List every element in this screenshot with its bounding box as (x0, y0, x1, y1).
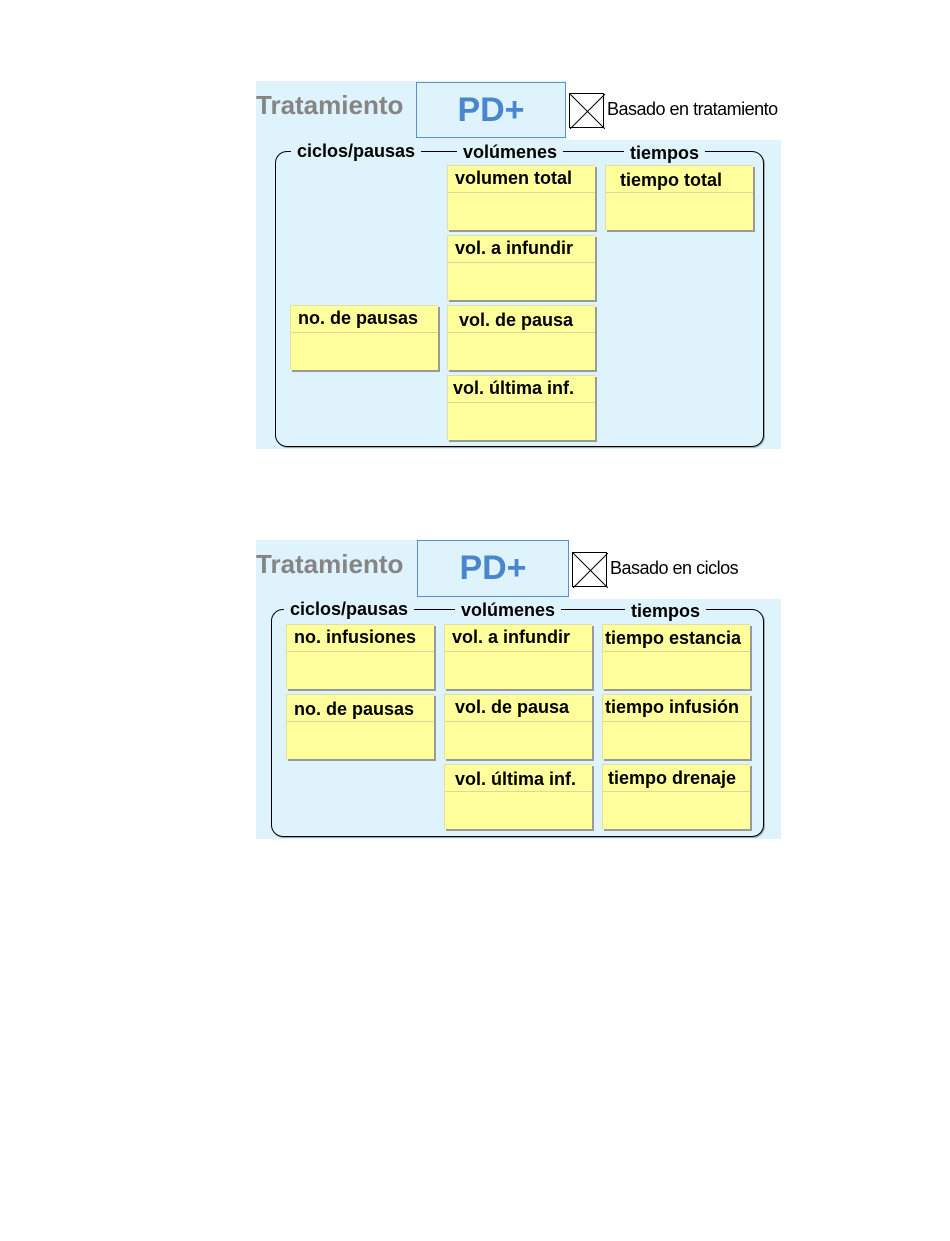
based-on-cycles-checkbox[interactable] (572, 552, 608, 588)
group-legend-ciclos: ciclos/pausas (291, 141, 422, 162)
field-vol-ultima-inf[interactable]: vol. última inf. (444, 764, 592, 829)
field-no-infusiones[interactable]: no. infusiones (286, 624, 434, 689)
checkbox-cross-icon (573, 553, 608, 588)
field-label: tiempo estancia (603, 625, 750, 652)
tiempo-infusion-input[interactable] (603, 723, 750, 759)
group-legend-tiempos: tiempos (625, 601, 707, 622)
checkbox-label: Basado en tratamiento (607, 99, 778, 119)
field-vol-de-pausa[interactable]: vol. de pausa (447, 305, 595, 370)
field-tiempo-drenaje[interactable]: tiempo drenaje (602, 764, 750, 829)
field-label: tiempo total (606, 166, 753, 193)
field-label: vol. última inf. (448, 376, 595, 403)
vol-a-infundir-input[interactable] (445, 653, 592, 689)
mode-button[interactable]: PD+ (416, 82, 566, 138)
field-tiempo-total[interactable]: tiempo total (605, 165, 753, 230)
field-vol-a-infundir[interactable]: vol. a infundir (447, 235, 595, 300)
field-no-de-pausas[interactable]: no. de pausas (290, 305, 438, 370)
treatment-title: Tratamiento (256, 90, 404, 120)
field-tiempo-infusion[interactable]: tiempo infusión (602, 694, 750, 759)
treatment-form-1: Tratamiento PD+ Basado en tratamiento ci… (256, 81, 781, 449)
field-label: no. de pausas (291, 306, 438, 333)
volumen-total-input[interactable] (448, 194, 595, 230)
field-vol-de-pausa[interactable]: vol. de pausa (444, 694, 592, 759)
tiempo-drenaje-input[interactable] (603, 793, 750, 829)
no-de-pausas-input[interactable] (291, 334, 438, 370)
group-legend-volumenes: volúmenes (455, 600, 562, 621)
based-on-treatment-checkbox[interactable] (569, 93, 605, 129)
field-no-de-pausas[interactable]: no. de pausas (286, 694, 434, 759)
mode-button[interactable]: PD+ (417, 540, 569, 597)
vol-a-infundir-input[interactable] (448, 264, 595, 300)
group-legend-volumenes: volúmenes (457, 142, 564, 163)
treatment-title: Tratamiento (256, 549, 404, 579)
field-label: no. infusiones (287, 625, 434, 652)
field-label: volumen total (448, 166, 595, 193)
field-label: vol. de pausa (445, 695, 592, 722)
tiempo-total-input[interactable] (606, 194, 753, 230)
treatment-form-2: Tratamiento PD+ Basado en ciclos ciclos/… (256, 540, 781, 839)
group-legend-tiempos: tiempos (624, 143, 706, 164)
field-label: vol. última inf. (445, 765, 592, 792)
tiempo-estancia-input[interactable] (603, 653, 750, 689)
vol-de-pausa-input[interactable] (445, 723, 592, 759)
field-label: tiempo infusión (603, 695, 750, 722)
no-de-pausas-input[interactable] (287, 723, 434, 759)
field-tiempo-estancia[interactable]: tiempo estancia (602, 624, 750, 689)
checkbox-label: Basado en ciclos (610, 558, 739, 578)
vol-ultima-inf-input[interactable] (448, 404, 595, 440)
field-label: tiempo drenaje (603, 765, 750, 792)
group-legend-ciclos: ciclos/pausas (284, 599, 415, 620)
field-vol-a-infundir[interactable]: vol. a infundir (444, 624, 592, 689)
vol-de-pausa-input[interactable] (448, 334, 595, 370)
field-volumen-total[interactable]: volumen total (447, 165, 595, 230)
field-label: vol. de pausa (448, 306, 595, 333)
checkbox-cross-icon (570, 94, 605, 129)
field-vol-ultima-inf[interactable]: vol. última inf. (447, 375, 595, 440)
field-label: vol. a infundir (445, 625, 592, 652)
no-infusiones-input[interactable] (287, 653, 434, 689)
field-label: no. de pausas (287, 695, 434, 722)
vol-ultima-inf-input[interactable] (445, 793, 592, 829)
field-label: vol. a infundir (448, 236, 595, 263)
